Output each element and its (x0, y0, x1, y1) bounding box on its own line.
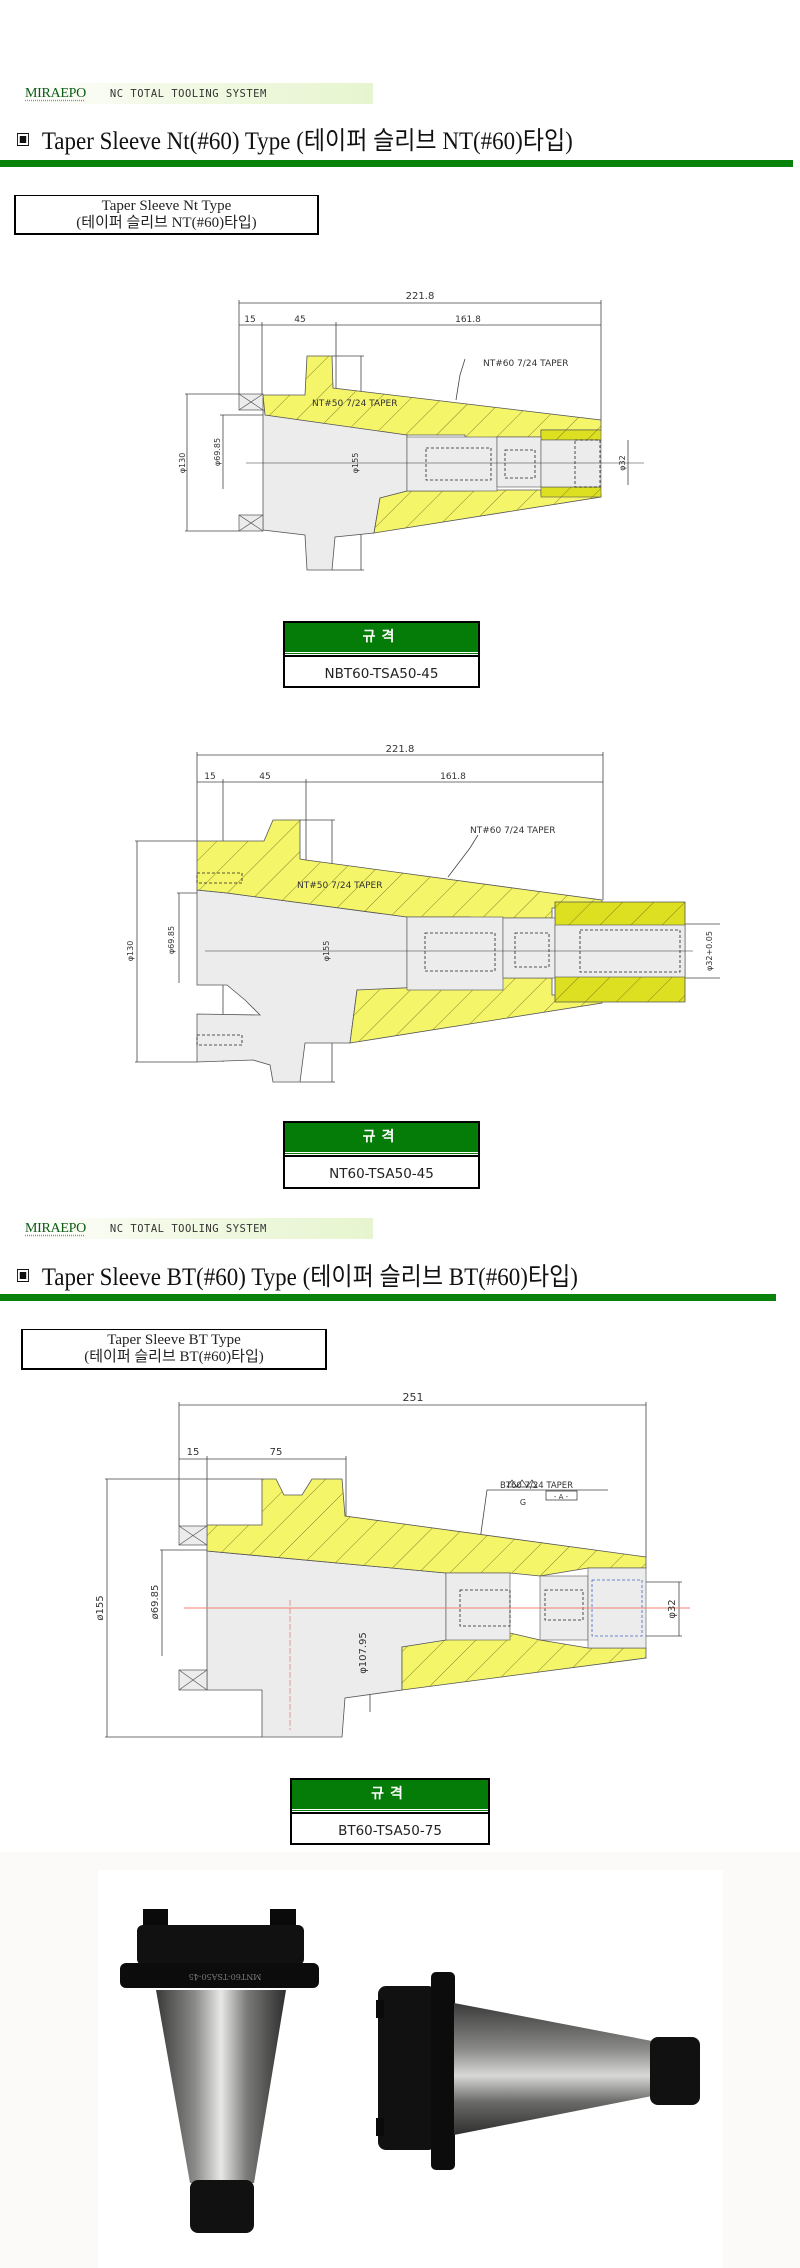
technical-drawing-bt60: 251 15 75 BT60 7/24 TAPER G - A - ø155 ø… (95, 1391, 690, 1738)
dia-32: φ32 (618, 455, 627, 470)
type-box-line1: Taper Sleeve Nt Type (101, 198, 232, 214)
spec-table: 규격 NT60-TSA50-45 (283, 1121, 480, 1189)
dim-75: 75 (270, 1447, 283, 1458)
spec-header: 규격 (285, 1123, 478, 1155)
dia-155: ø155 (95, 1595, 106, 1620)
brand-tagline: NC TOTAL TOOLING SYSTEM (109, 1222, 267, 1235)
brand-bar: MIRAEPO NC TOTAL TOOLING SYSTEM (22, 83, 373, 104)
dim-15: 15 (244, 315, 255, 325)
dia-155: φ155 (351, 453, 360, 474)
dim-161-8: 161.8 (440, 772, 466, 782)
dia-130: φ130 (126, 941, 135, 962)
spec-header: 규격 (285, 623, 478, 655)
dim-15: 15 (204, 772, 215, 782)
brand-tagline: NC TOTAL TOOLING SYSTEM (109, 87, 267, 100)
square-bullet-icon (17, 132, 29, 146)
spec-table: 규격 BT60-TSA50-75 (290, 1778, 490, 1845)
dia-32: φ32+0.05 (705, 931, 714, 971)
spec-table: 규격 NBT60-TSA50-45 (283, 621, 480, 688)
dim-45: 45 (259, 772, 270, 782)
section-title-text: Taper Sleeve Nt(#60) Type (테이퍼 슬리브 NT(#6… (41, 128, 573, 155)
section-title: Taper Sleeve Nt(#60) Type (테이퍼 슬리브 NT(#6… (17, 124, 573, 155)
dia-32: φ32 (667, 1599, 678, 1618)
taper-inner-label: NT#50 7/24 TAPER (297, 881, 382, 891)
dia-130: φ130 (178, 453, 187, 474)
key-block (238, 393, 264, 532)
type-box-line2: (테이퍼 슬리브 BT(#60)타입) (84, 1349, 264, 1365)
datum-g: G (520, 1498, 526, 1507)
brand-name: MIRAEPO (25, 1220, 86, 1236)
divider (0, 1294, 776, 1301)
taper-inner-label: NT#50 7/24 TAPER (312, 399, 397, 409)
spec-value: NT60-TSA50-45 (285, 1155, 478, 1189)
product-photo: MNT60-TSA50-45 (120, 1909, 700, 2233)
dia-155: φ155 (322, 941, 331, 962)
taper-outer-label: NT#60 7/24 TAPER (470, 826, 555, 836)
spec-value: NBT60-TSA50-45 (285, 655, 478, 689)
taper-label: BT60 7/24 TAPER (500, 1481, 573, 1491)
body-section (262, 409, 408, 571)
dim-161-8: 161.8 (455, 315, 481, 325)
dia-69-85: φ69.85 (167, 926, 176, 954)
dim-overall: 251 (403, 1391, 424, 1404)
dim-overall: 221.8 (386, 744, 415, 755)
divider (0, 160, 793, 167)
technical-drawing-nbt60: 221.8 15 45 161.8 NT#60 7/24 TAPER NT#50… (178, 291, 644, 571)
square-bullet-icon (17, 1268, 29, 1282)
dia-107-95: φ107.95 (358, 1632, 369, 1674)
technical-drawing-nt60: 221.8 15 45 161.8 NT#60 7/24 TAPER NT#50… (126, 744, 720, 1083)
type-box-line1: Taper Sleeve BT Type (107, 1332, 241, 1348)
product-upright: MNT60-TSA50-45 (120, 1909, 319, 2233)
dim-45: 45 (294, 315, 305, 325)
taper-outer-label: NT#60 7/24 TAPER (483, 359, 568, 369)
engraving: MNT60-TSA50-45 (189, 1972, 262, 1981)
dia-69-85: φ69.85 (213, 438, 222, 466)
brand-bar: MIRAEPO NC TOTAL TOOLING SYSTEM (22, 1218, 373, 1239)
product-side (376, 1972, 700, 2170)
type-box: Taper Sleeve Nt Type (테이퍼 슬리브 NT(#60)타입) (14, 195, 319, 235)
dim-15: 15 (187, 1447, 200, 1458)
dia-69-85: ø69.85 (150, 1585, 161, 1620)
section-title: Taper Sleeve BT(#60) Type (테이퍼 슬리브 BT(#6… (17, 1260, 578, 1291)
brand-name: MIRAEPO (25, 85, 86, 101)
dim-overall: 221.8 (406, 291, 435, 302)
type-box-line2: (테이퍼 슬리브 NT(#60)타입) (76, 215, 257, 231)
spec-value: BT60-TSA50-75 (292, 1812, 488, 1846)
spec-header: 규격 (292, 1780, 488, 1812)
section-title-text: Taper Sleeve BT(#60) Type (테이퍼 슬리브 BT(#6… (41, 1264, 578, 1291)
datum-a: - A - (554, 1493, 569, 1501)
type-box: Taper Sleeve BT Type (테이퍼 슬리브 BT(#60)타입) (21, 1329, 327, 1370)
